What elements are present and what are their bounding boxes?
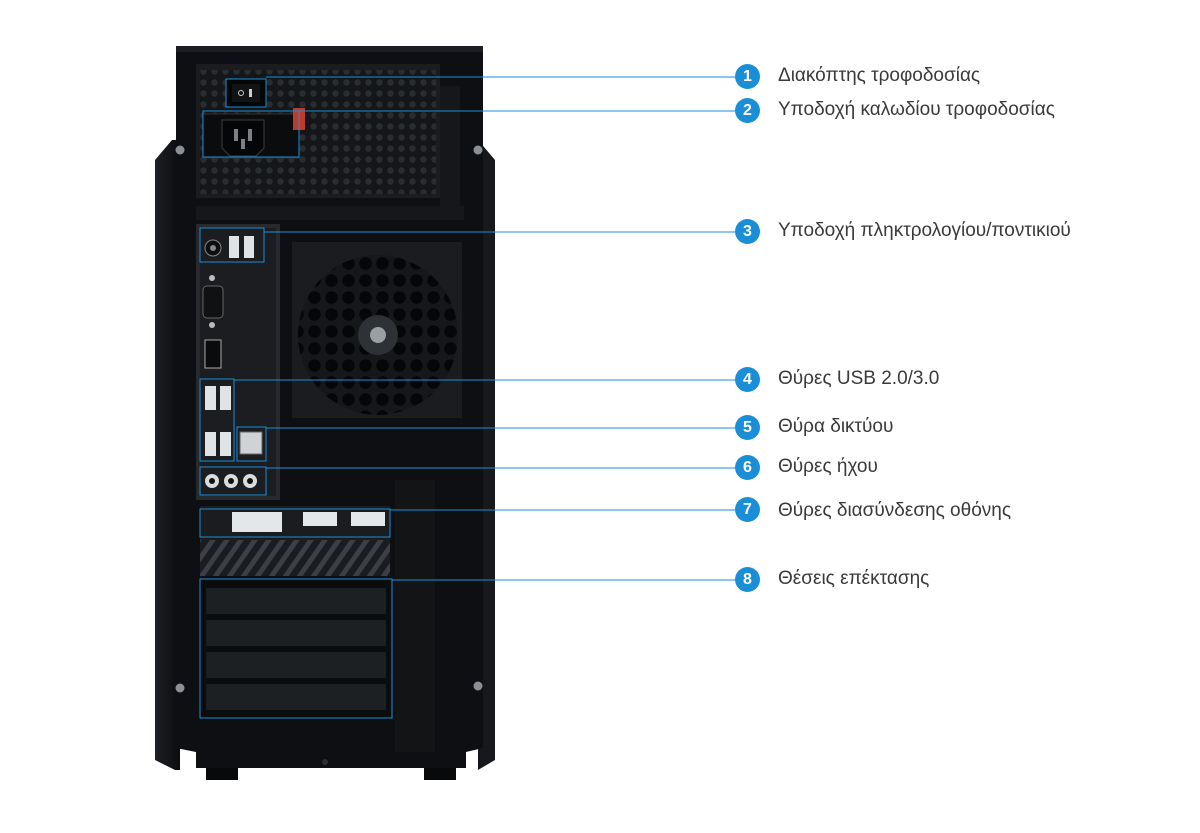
hdmi-port[interactable] xyxy=(204,339,222,369)
callout-label-audio: Θύρες ήχου xyxy=(778,456,878,477)
vga-port[interactable] xyxy=(202,275,224,328)
callout-number-6: 6 xyxy=(735,455,760,480)
callout-number-7: 7 xyxy=(735,497,760,522)
rear-fan-grill xyxy=(292,242,462,418)
callout-label-power-socket: Υποδοχή καλωδίου τροφοδοσίας xyxy=(778,99,1055,120)
callout-label-power-switch: Διακόπτης τροφοδοσίας xyxy=(778,65,981,86)
usb-ports-top[interactable] xyxy=(229,236,254,258)
callout-number-4: 4 xyxy=(735,367,760,392)
callout-number-1: 1 xyxy=(735,64,760,89)
callout-lines xyxy=(234,76,735,581)
callout-boxes xyxy=(199,78,393,719)
callout-number-3: 3 xyxy=(735,219,760,244)
expansion-slots xyxy=(200,480,435,752)
callout-label-network: Θύρα δικτύου xyxy=(778,416,894,437)
power-switch[interactable] xyxy=(225,78,267,108)
callout-number-8: 8 xyxy=(735,567,760,592)
callout-number-5: 5 xyxy=(735,415,760,440)
callout-number-2: 2 xyxy=(735,98,760,123)
graphics-card-bracket xyxy=(200,506,390,576)
callout-label-keyboard-mouse: Υποδοχή πληκτρολογίου/ποντικιού xyxy=(778,220,1071,241)
usb-ports[interactable] xyxy=(205,386,231,456)
case-feet xyxy=(206,768,456,780)
audio-ports[interactable] xyxy=(205,474,257,488)
callout-label-expansion: Θέσεις επέκτασης xyxy=(778,568,930,589)
callout-label-display: Θύρες διασύνδεσης οθόνης xyxy=(778,500,1011,521)
power-socket[interactable] xyxy=(202,108,305,159)
lan-port[interactable] xyxy=(239,431,263,455)
ps2-port[interactable] xyxy=(204,239,222,257)
callout-label-usb: Θύρες USB 2.0/3.0 xyxy=(778,368,940,389)
